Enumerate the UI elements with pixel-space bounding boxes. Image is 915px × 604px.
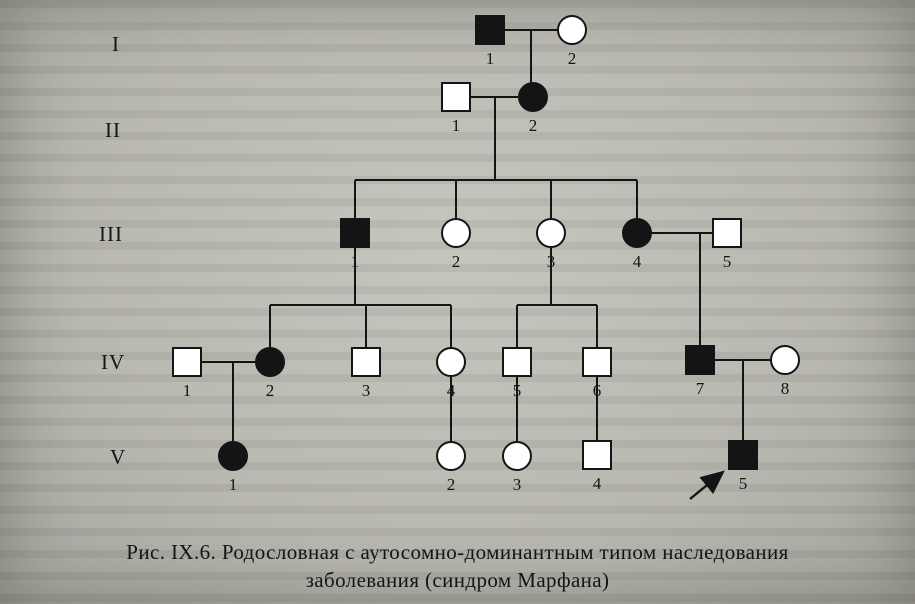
generation-label-III: III: [99, 222, 123, 246]
individual-V-5-number: 5: [738, 474, 748, 493]
individual-V-1-number: 1: [228, 475, 238, 494]
individual-I-1: [475, 15, 505, 45]
individual-V-5-proband: [728, 440, 758, 470]
individual-V-2: [436, 441, 466, 471]
generation-label-I: I: [112, 32, 120, 56]
individual-V-3: [502, 441, 532, 471]
individual-V-4-number: 4: [592, 474, 602, 493]
individual-V-1: [218, 441, 248, 471]
individual-IV-3: [351, 347, 381, 377]
individual-III-2-number: 2: [451, 252, 461, 271]
individual-III-5: [712, 218, 742, 248]
individual-IV-1-number: 1: [182, 381, 192, 400]
individual-II-2: [518, 82, 548, 112]
individual-III-1: [340, 218, 370, 248]
individual-IV-7-number: 7: [695, 379, 705, 398]
individual-V-4: [582, 440, 612, 470]
individual-II-1-number: 1: [451, 116, 461, 135]
individual-III-4-number: 4: [632, 252, 642, 271]
individual-III-2: [441, 218, 471, 248]
individual-IV-3-number: 3: [361, 381, 371, 400]
individual-IV-6: [582, 347, 612, 377]
generation-label-II: II: [105, 118, 121, 142]
figure-caption-line-1: Рис. IX.6. Родословная с аутосомно-домин…: [126, 540, 789, 564]
proband-arrow-icon: [689, 470, 725, 500]
individual-IV-8-number: 8: [780, 379, 790, 398]
individual-IV-4-number: 4: [446, 381, 456, 400]
individual-III-3-number: 3: [546, 252, 556, 271]
individual-III-4: [622, 218, 652, 248]
individual-III-5-number: 5: [722, 252, 732, 271]
individual-II-2-number: 2: [528, 116, 538, 135]
individual-I-1-number: 1: [485, 49, 495, 68]
individual-II-1: [441, 82, 471, 112]
individual-III-1-number: 1: [350, 252, 360, 271]
individual-IV-5: [502, 347, 532, 377]
generation-label-IV: IV: [101, 350, 126, 374]
generation-label-V: V: [110, 445, 127, 469]
individual-IV-4: [436, 347, 466, 377]
individual-I-2-number: 2: [567, 49, 577, 68]
individual-IV-5-number: 5: [512, 381, 522, 400]
figure-caption-line-2: заболевания (синдром Марфана): [305, 568, 610, 592]
individual-III-3: [536, 218, 566, 248]
individual-IV-2-number: 2: [265, 381, 275, 400]
individual-I-2: [557, 15, 587, 45]
individual-V-3-number: 3: [512, 475, 522, 494]
individual-IV-6-number: 6: [592, 381, 602, 400]
individual-IV-7: [685, 345, 715, 375]
individual-IV-1: [172, 347, 202, 377]
individual-V-2-number: 2: [446, 475, 456, 494]
figure-caption: Рис. IX.6. Родословная с аутосомно-домин…: [0, 538, 915, 594]
individual-IV-2: [255, 347, 285, 377]
individual-IV-8: [770, 345, 800, 375]
